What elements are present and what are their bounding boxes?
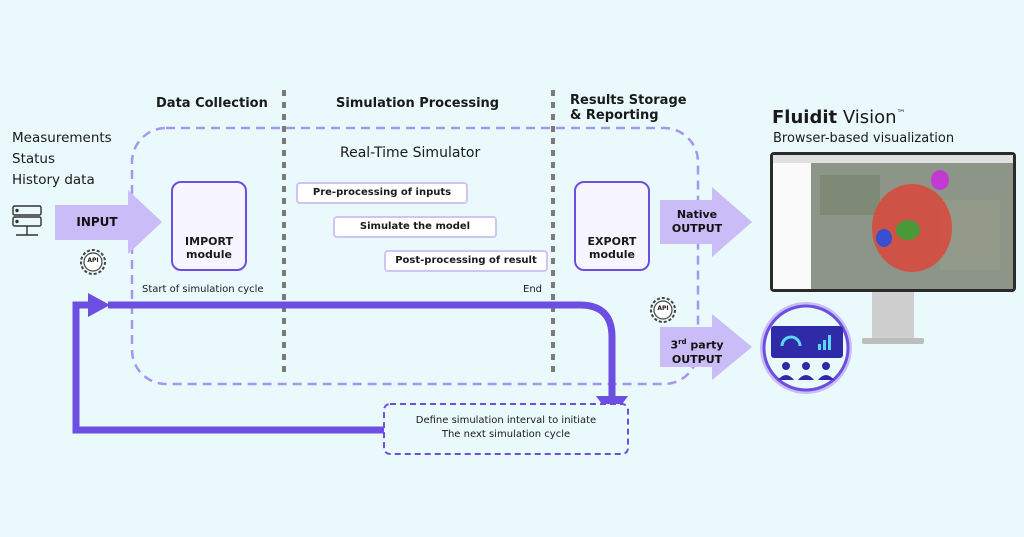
input-list: Measurements Status History data bbox=[12, 128, 112, 191]
product-brand: Fluidit Vision™ bbox=[772, 107, 906, 128]
step-post-processing: Post-processing of result bbox=[384, 250, 548, 272]
input-label: INPUT bbox=[76, 215, 118, 229]
api-gear-icon-output bbox=[650, 297, 676, 323]
step-simulate-model: Simulate the model bbox=[333, 216, 497, 238]
third-party-output-label: 3rd party OUTPUT bbox=[662, 335, 732, 367]
api-label-input: API bbox=[87, 257, 99, 264]
import-module-line1: IMPORT bbox=[185, 235, 233, 248]
loop-arrowhead-right bbox=[88, 293, 110, 317]
loop-line-bottom bbox=[72, 301, 385, 434]
api-label-output: API bbox=[657, 305, 669, 312]
start-of-cycle-label: Start of simulation cycle bbox=[142, 284, 264, 295]
product-tagline: Browser-based visualization bbox=[773, 131, 955, 146]
third-party-rest: party bbox=[686, 338, 724, 352]
export-module-line2: module bbox=[589, 248, 635, 261]
loop-text: Define simulation interval to initiate T… bbox=[388, 414, 624, 442]
header-simulation-processing: Simulation Processing bbox=[336, 96, 500, 111]
third-party-output-line2: OUTPUT bbox=[671, 352, 723, 366]
third-party-output-arrow bbox=[660, 314, 752, 380]
input-arrow bbox=[55, 190, 162, 254]
export-module-box: EXPORT module bbox=[574, 181, 650, 271]
loop-line-top bbox=[108, 301, 616, 400]
simulator-container bbox=[130, 126, 700, 386]
header-results-line2: & Reporting bbox=[570, 108, 659, 123]
input-measurements: Measurements bbox=[12, 130, 112, 146]
header-data-collection: Data Collection bbox=[156, 96, 268, 111]
third-party-num: 3 bbox=[670, 338, 679, 352]
third-party-output-line1: 3rd party bbox=[662, 335, 732, 353]
native-output-arrow bbox=[660, 187, 752, 257]
brand-bold: Fluidit bbox=[772, 107, 838, 128]
simulator-title: Real-Time Simulator bbox=[340, 145, 481, 161]
loop-text-line1: Define simulation interval to initiate bbox=[415, 415, 597, 426]
loop-box bbox=[383, 403, 629, 455]
step-pre-processing: Pre-processing of inputs bbox=[296, 182, 468, 204]
import-module-box: IMPORT module bbox=[171, 181, 247, 271]
native-output-line1: Native bbox=[676, 208, 718, 221]
api-gear-icon-input bbox=[80, 249, 106, 275]
third-party-sup: rd bbox=[678, 338, 687, 346]
loop-text-line2: The next simulation cycle bbox=[441, 429, 571, 440]
input-status: Status bbox=[12, 151, 56, 167]
dashboard-icon bbox=[760, 302, 852, 394]
header-results-line1: Results Storage bbox=[570, 93, 687, 108]
header-results-storage: Results Storage & Reporting bbox=[570, 93, 687, 123]
import-module-line2: module bbox=[186, 248, 232, 261]
native-output-line2: OUTPUT bbox=[671, 222, 723, 235]
server-icon bbox=[12, 205, 42, 236]
monitor-icon bbox=[770, 152, 1016, 344]
brand-light: Vision bbox=[837, 107, 897, 128]
end-label: End bbox=[523, 284, 543, 295]
export-module-line1: EXPORT bbox=[587, 235, 637, 248]
native-output-label: Native OUTPUT bbox=[662, 208, 732, 236]
brand-trademark: ™ bbox=[896, 109, 906, 119]
input-history-data: History data bbox=[12, 172, 95, 188]
